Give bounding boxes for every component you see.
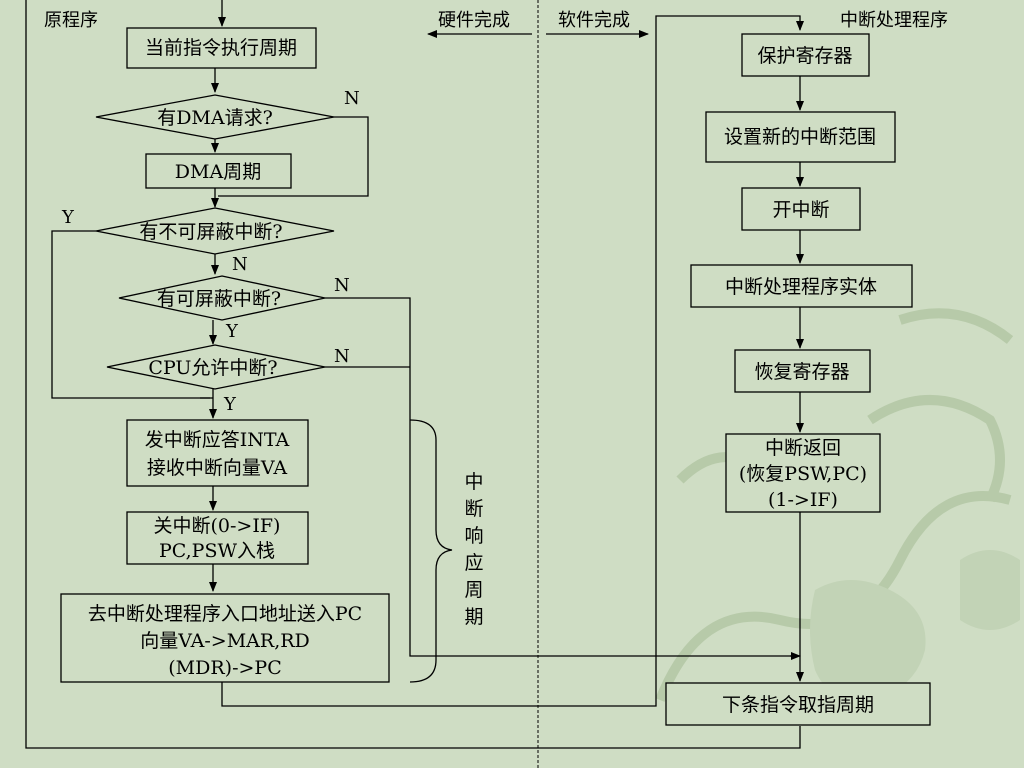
- ack-box: [126, 419, 309, 487]
- nmi-yes-path: [51, 230, 210, 399]
- svg-text:期: 期: [464, 606, 483, 628]
- isr-body-box: [690, 264, 913, 308]
- hardware-done-label: 硬件完成: [438, 10, 510, 31]
- goto-line2: 向量VA->MAR,RD: [140, 630, 310, 652]
- y-label-maskable: Y: [225, 321, 239, 342]
- response-cycle-label: 中 断 响 应 周 期: [464, 471, 483, 628]
- n-label-maskable: N: [334, 275, 350, 296]
- enable-int-text: 开中断: [772, 199, 829, 221]
- current-cycle-text: 当前指令执行周期: [145, 37, 297, 59]
- dma-cycle-box: [145, 153, 292, 189]
- dma-no-path: [218, 116, 369, 197]
- next-fetch-box: [665, 682, 931, 726]
- maskable-no-path: [325, 297, 798, 657]
- cpu-allow-diamond: [106, 344, 326, 390]
- background-pattern: [655, 308, 1020, 702]
- set-range-text: 设置新的中断范围: [724, 126, 876, 148]
- ack-line2: 接收中断向量VA: [147, 457, 287, 479]
- enable-int-box: [741, 187, 861, 231]
- maskable-text: 有可屏蔽中断?: [157, 288, 281, 310]
- maskable-diamond: [118, 275, 326, 321]
- original-program-label: 原程序: [44, 10, 98, 31]
- close-line1: 关中断(0->IF): [154, 515, 281, 537]
- ret-line3: (1->IF): [768, 489, 838, 511]
- y-label-nmi: Y: [61, 207, 75, 228]
- y-label-cpu: Y: [223, 394, 237, 415]
- svg-text:响: 响: [464, 525, 483, 547]
- restore-regs-text: 恢复寄存器: [754, 361, 849, 383]
- close-line2: PC,PSW入栈: [159, 540, 275, 562]
- dma-cycle-text: DMA周期: [175, 161, 261, 183]
- n-label-nmi: N: [232, 254, 248, 275]
- current-cycle-box: [126, 27, 317, 69]
- n-label-dma: N: [344, 88, 360, 109]
- isr-title-label: 中断处理程序: [840, 10, 948, 31]
- ack-line1: 发中断应答INTA: [145, 429, 290, 451]
- ret-line2: (恢复PSW,PC): [739, 463, 867, 485]
- next-fetch-text: 下条指令取指周期: [722, 694, 874, 716]
- cpu-allow-text: CPU允许中断?: [148, 357, 277, 379]
- restore-regs-box: [734, 349, 871, 393]
- svg-text:中: 中: [464, 471, 483, 493]
- close-int-box: [126, 511, 309, 565]
- int-return-box: [725, 433, 881, 513]
- save-regs-text: 保护寄存器: [757, 45, 852, 67]
- nmi-text: 有不可屏蔽中断?: [139, 221, 282, 243]
- dma-request-text: 有DMA请求?: [157, 107, 273, 129]
- save-regs-box: [741, 33, 870, 77]
- svg-text:断: 断: [464, 498, 483, 520]
- svg-text:周: 周: [464, 579, 483, 601]
- isr-body-text: 中断处理程序实体: [725, 276, 877, 298]
- svg-text:应: 应: [464, 552, 483, 574]
- goto-line3: (MDR)->PC: [168, 657, 281, 679]
- set-range-box: [705, 111, 896, 163]
- response-cycle-brace: [409, 419, 453, 683]
- outer-loop-border: [25, 0, 801, 749]
- ret-line1: 中断返回: [765, 437, 841, 459]
- goto-isr-path: [221, 15, 804, 707]
- software-done-label: 软件完成: [558, 10, 630, 31]
- goto-isr-box: [60, 593, 390, 683]
- goto-line1: 去中断处理程序入口地址送入PC: [88, 603, 362, 625]
- n-label-cpu: N: [334, 346, 350, 367]
